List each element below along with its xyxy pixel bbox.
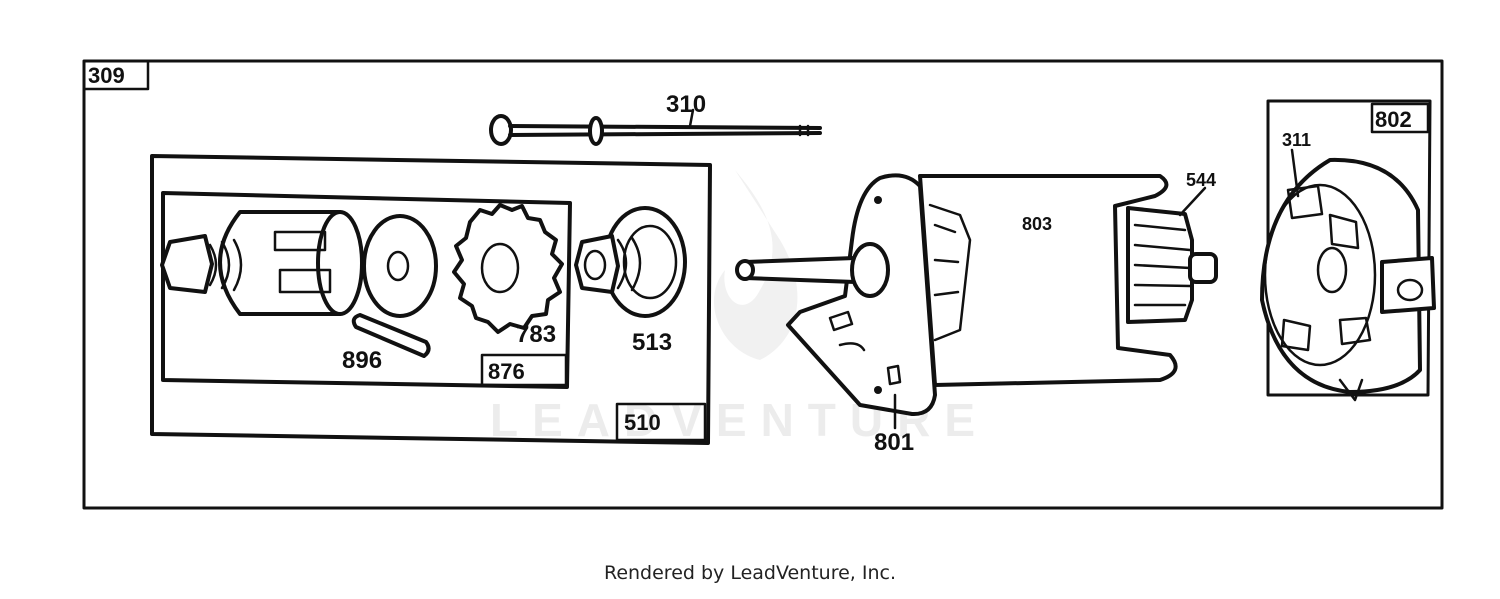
part-896-pin: 896 (342, 313, 431, 374)
label-876: 876 (488, 359, 525, 384)
kit-box-510: 510 (150, 154, 712, 445)
label-510: 510 (624, 410, 661, 435)
part-310-through-bolt: 310 (489, 91, 822, 146)
label-311: 311 (1282, 130, 1311, 150)
part-brush-end-cover: 311 (1260, 130, 1436, 402)
assembly-frame-309: 309 (82, 59, 1444, 510)
starter-parts-diagram: LEADVENTURE 309 310 510 876 (82, 59, 1444, 510)
part-drive-housing (160, 210, 364, 316)
part-washer (362, 214, 438, 318)
label-896: 896 (342, 347, 382, 374)
part-803-motor-housing: 803 (918, 174, 1178, 387)
label-801: 801 (874, 429, 914, 456)
label-544: 544 (1186, 170, 1216, 190)
part-513-spring: 513 (574, 206, 687, 356)
label-783: 783 (516, 321, 556, 348)
label-310: 310 (666, 91, 706, 118)
label-803: 803 (1022, 214, 1052, 234)
label-802: 802 (1375, 107, 1412, 132)
label-309: 309 (88, 63, 125, 88)
part-armature-shaft (735, 242, 890, 298)
render-credit: Rendered by LeadVenture, Inc. (603, 562, 897, 584)
kit-box-876: 876 (161, 191, 572, 389)
label-513: 513 (632, 329, 672, 356)
part-544-commutator: 544 (1126, 170, 1218, 324)
part-783-gear: 783 (452, 203, 564, 348)
